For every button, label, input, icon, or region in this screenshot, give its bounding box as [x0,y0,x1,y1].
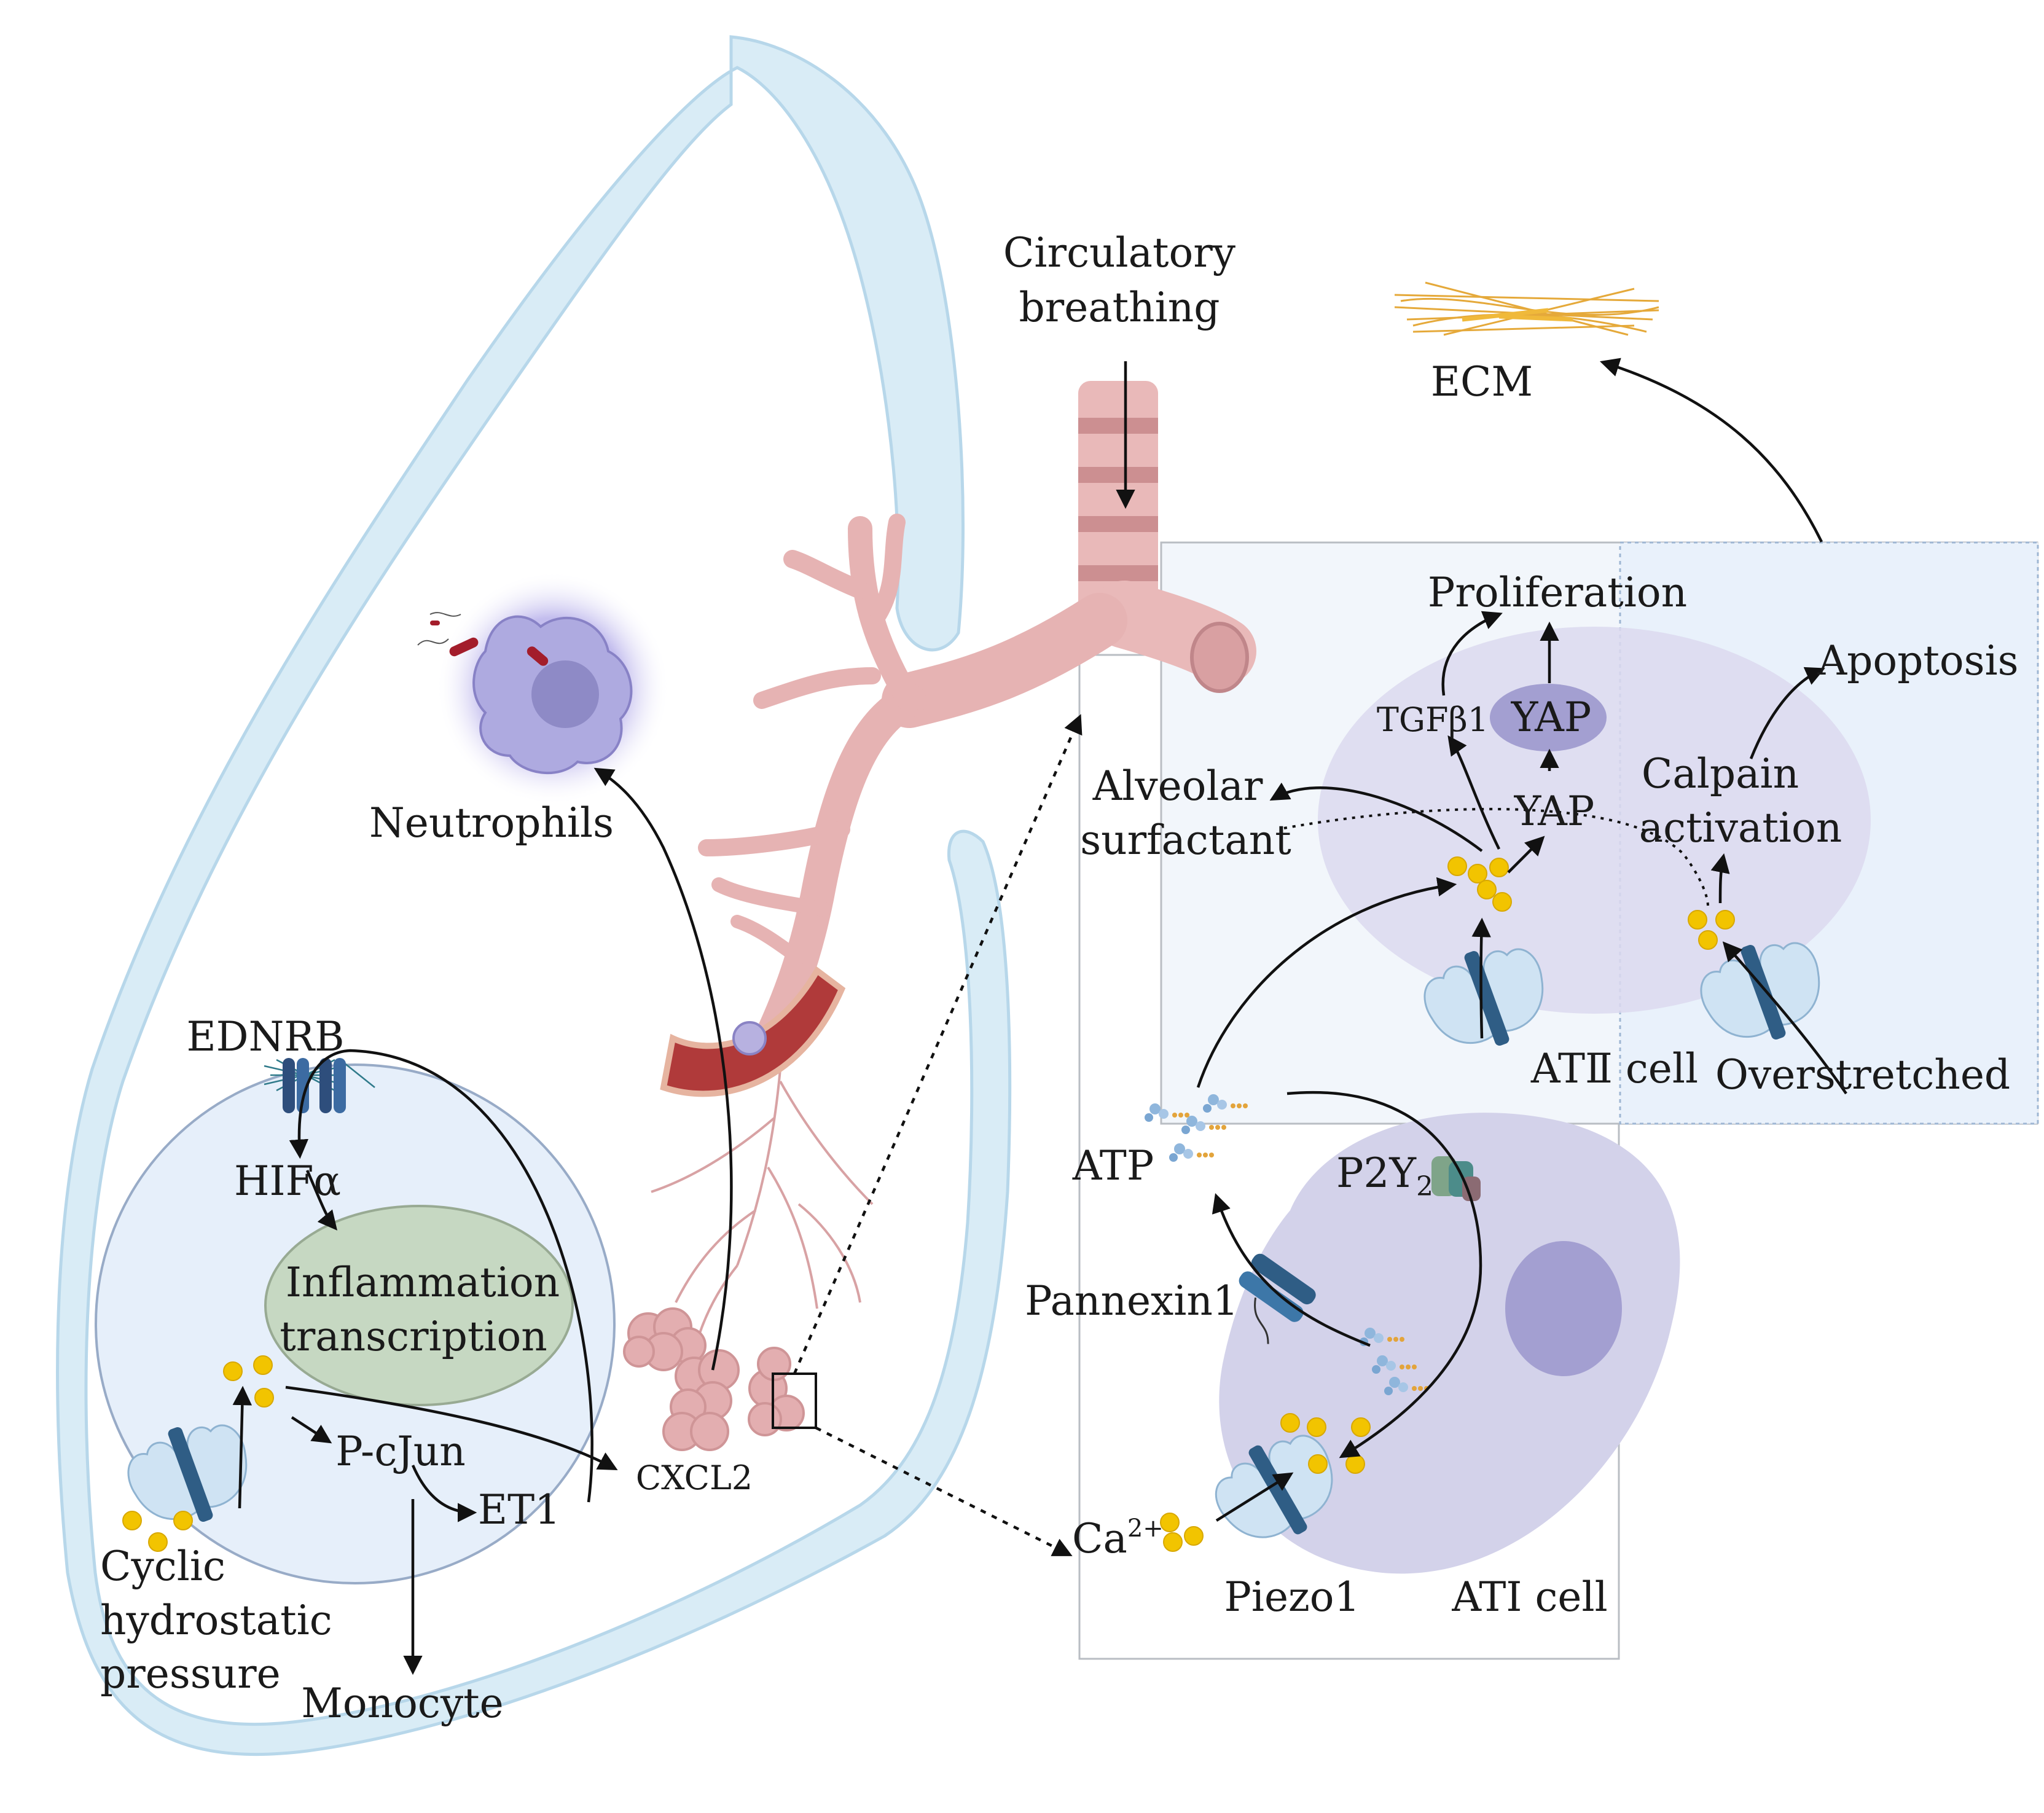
ednrb-label: EDNRB [186,1013,344,1060]
monocyte-label: Monocyte [301,1680,503,1727]
breathing-label: breathing [1019,284,1220,331]
pannexin1-label: Pannexin1 [1025,1277,1239,1325]
airway-tree-icon [651,381,1256,1352]
apoptosis-label: Apoptosis [1817,637,2018,684]
ednrb-receptor-icon [264,1058,375,1113]
proliferation-label: Proliferation [1428,569,1687,616]
yap-nucleus-label: YAP [1511,694,1592,741]
ati-nucleus [1505,1241,1622,1376]
calcium-label: Ca2+ [1072,1514,1164,1562]
transcription-label: transcription [280,1313,547,1360]
diagram-labels: Circulatory breathing ECM Proliferation … [100,229,2019,1727]
pressure-label: pressure [100,1650,281,1697]
hifa-label: HIFα [234,1157,341,1205]
alveolar-label: Alveolar [1092,762,1263,810]
cyclic-label: Cyclic [100,1543,225,1590]
lung-outline-icon [56,35,1012,1756]
inflammation-nucleus [264,1205,574,1406]
tgfb1-label: TGFβ1 [1377,700,1489,739]
ati-cell-body [1219,1113,1680,1574]
ati-cell-label: ATⅠ cell [1451,1573,1607,1621]
overstretched-label: Overstretched [1715,1051,2010,1098]
circulatory-label: Circulatory [1003,229,1236,276]
et1-label: ET1 [478,1486,560,1533]
p2y2-label: P2Y2 [1336,1149,1433,1202]
hydrostatic-label: hydrostatic [100,1597,332,1644]
surfactant-label: surfactant [1080,816,1291,864]
cxcl2-label: CXCL2 [636,1459,753,1497]
yap-label: YAP [1514,788,1595,835]
p2y2-sub: 2 [1416,1171,1433,1202]
neutrophils-label: Neutrophils [369,799,614,847]
inflammation-label: Inflammation [286,1259,560,1306]
neutrophil-cell-icon [417,571,670,805]
atii-cell-label: ATⅡ cell [1530,1045,1698,1092]
pathway-arrows [232,358,1847,1675]
extracellular-matrix-icon [1394,281,1659,336]
p2y2-main: P2Y [1336,1149,1417,1197]
calpain-label: Calpain [1642,750,1799,797]
ecm-label: ECM [1431,358,1533,405]
blood-vessel-icon [660,966,846,1097]
pcjun-label: P-cJun [335,1428,466,1475]
atp-label: ATP [1072,1142,1154,1189]
yap-nucleus [1490,684,1607,751]
calcium-main: Ca [1072,1515,1127,1562]
alveoli-cluster-icon [623,1307,805,1451]
pannexin1-channel-icon [1239,1253,1316,1344]
piezo1-label: Piezo1 [1224,1573,1360,1621]
activation-label: activation [1639,804,1842,852]
calcium-sup: 2+ [1127,1514,1164,1543]
p2y2-receptor-icon [1431,1156,1481,1201]
